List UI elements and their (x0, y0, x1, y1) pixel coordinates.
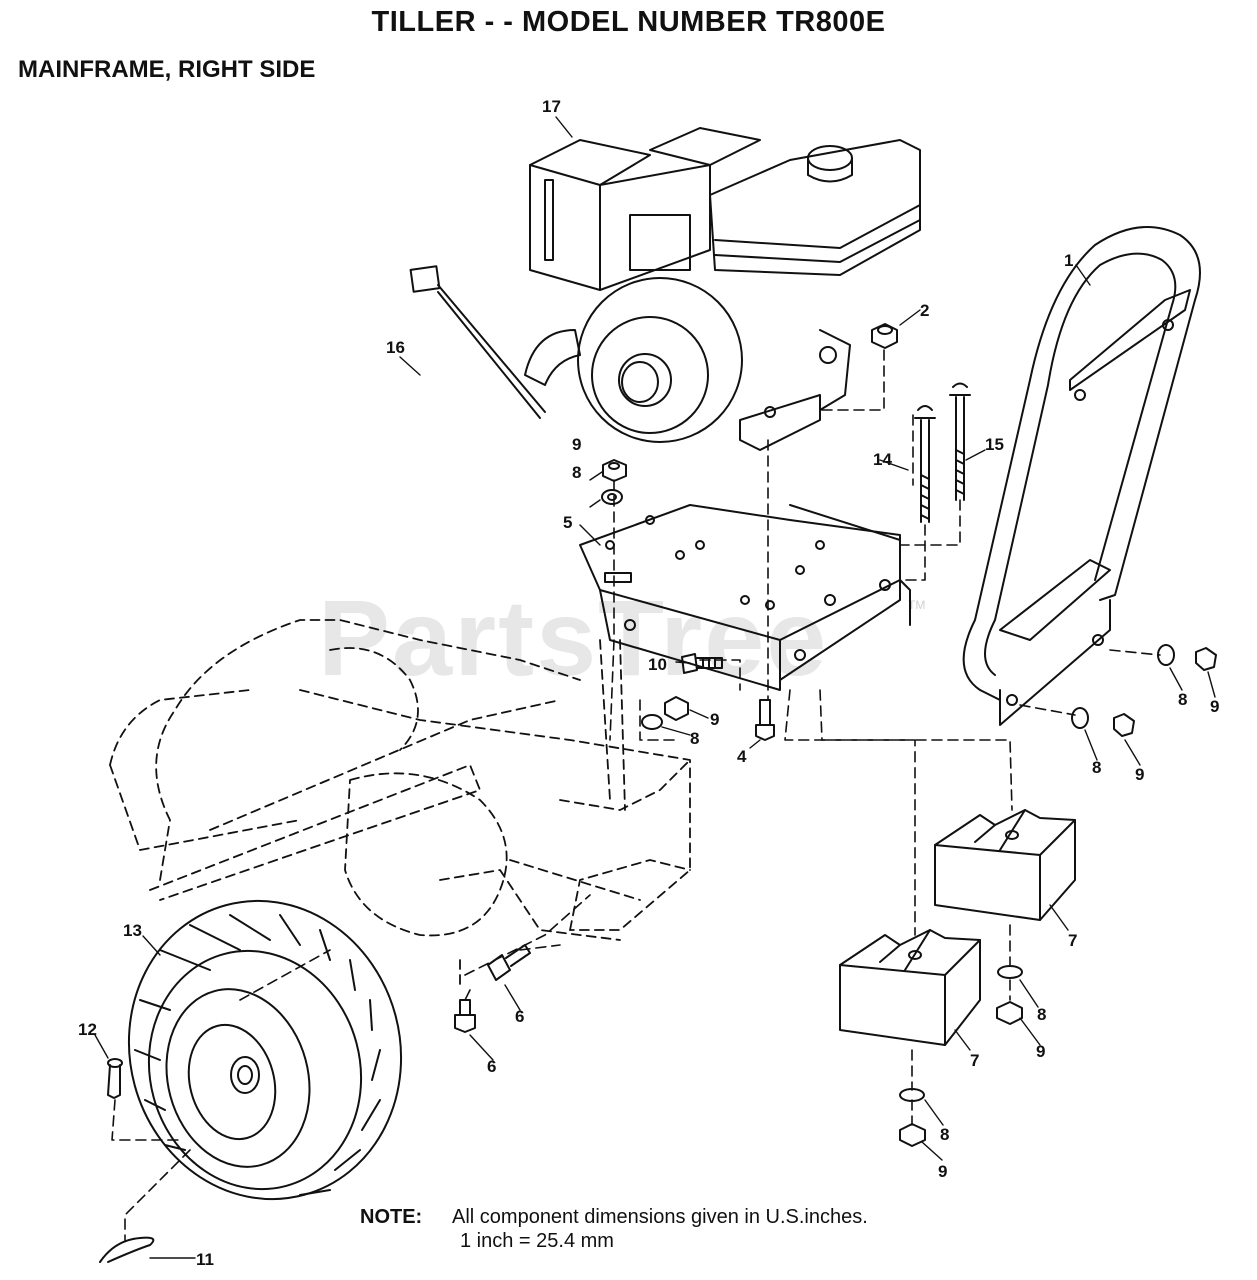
watermark-tm: TM (908, 598, 926, 612)
clevis-pin-part[interactable] (107, 1058, 123, 1099)
weight-block-lower[interactable] (839, 929, 981, 1046)
callout-13: 13 (123, 921, 142, 940)
callout-1: 1 (1064, 251, 1073, 270)
callout-6-horizontal: 6 (515, 1007, 524, 1026)
callout-4: 4 (737, 747, 747, 766)
callout-8-upper: 8 (572, 463, 581, 482)
callout-9-block-b: 9 (938, 1162, 947, 1181)
callout-14: 14 (873, 450, 892, 469)
tiller-housing-reference (109, 619, 691, 991)
washer-8-block-a[interactable] (997, 965, 1023, 979)
note-label: NOTE: (360, 1206, 423, 1228)
callout-11: 11 (196, 1250, 214, 1269)
callout-labels: 17 16 2 1 14 15 9 8 5 10 9 8 4 8 9 8 9 7… (78, 97, 1219, 1269)
callout-17: 17 (542, 97, 561, 116)
nut-9-right-a[interactable] (1195, 647, 1217, 671)
callout-9-right-a: 9 (1210, 697, 1219, 716)
nut-9-upper[interactable] (602, 459, 627, 482)
hairpin-clip-part[interactable] (99, 1236, 155, 1263)
washer-8-right-b[interactable] (1071, 707, 1089, 729)
callout-7-upper: 7 (1068, 931, 1077, 950)
callout-9-upper: 9 (572, 435, 581, 454)
callout-8-block-b: 8 (940, 1125, 949, 1144)
carriage-bolt-14[interactable] (914, 405, 936, 523)
bolt-6-vertical[interactable] (454, 999, 476, 1033)
bumper-guard-part[interactable] (962, 226, 1201, 726)
tire-wheel-part[interactable] (96, 870, 434, 1230)
washer-8-upper[interactable] (601, 489, 623, 505)
dimension-note: NOTE: All component dimensions given in U… (360, 1206, 868, 1252)
callout-9-mid: 9 (710, 710, 719, 729)
cable-tie-part[interactable] (409, 265, 546, 419)
callout-9-block-a: 9 (1036, 1042, 1045, 1061)
nut-9-block-b[interactable] (899, 1123, 926, 1147)
callout-10: 10 (648, 655, 667, 674)
callout-16: 16 (386, 338, 405, 357)
carriage-bolt-15[interactable] (949, 382, 971, 501)
nut-9-block-a[interactable] (996, 1001, 1023, 1025)
callout-12: 12 (78, 1020, 97, 1039)
callout-6-vertical: 6 (487, 1057, 496, 1076)
callout-2: 2 (920, 301, 929, 320)
callout-7-lower: 7 (970, 1051, 979, 1070)
callout-leaders (94, 116, 1216, 1259)
assembly-guide-lines (111, 349, 1161, 1241)
callout-8-right-a: 8 (1178, 690, 1187, 709)
note-line-1: All component dimensions given in U.S.in… (452, 1206, 868, 1228)
mainframe-plate-part[interactable] (579, 504, 911, 691)
bolt-4[interactable] (755, 699, 775, 741)
nut-2[interactable] (871, 323, 898, 349)
nut-9-right-b[interactable] (1113, 713, 1135, 737)
engine-part[interactable] (524, 127, 921, 451)
callout-8-right-b: 8 (1092, 758, 1101, 777)
weight-block-upper[interactable] (934, 809, 1076, 921)
note-line-2: 1 inch = 25.4 mm (460, 1230, 614, 1252)
callout-8-block-a: 8 (1037, 1005, 1046, 1024)
nut-9-mid[interactable] (664, 696, 689, 721)
section-subtitle: MAINFRAME, RIGHT SIDE (18, 56, 316, 83)
callout-8-mid: 8 (690, 729, 699, 748)
callout-15: 15 (985, 435, 1004, 454)
callout-5: 5 (563, 513, 572, 532)
washer-8-mid[interactable] (641, 714, 663, 730)
callout-9-right-b: 9 (1135, 765, 1144, 784)
page-title: TILLER - - MODEL NUMBER TR800E (371, 6, 886, 38)
